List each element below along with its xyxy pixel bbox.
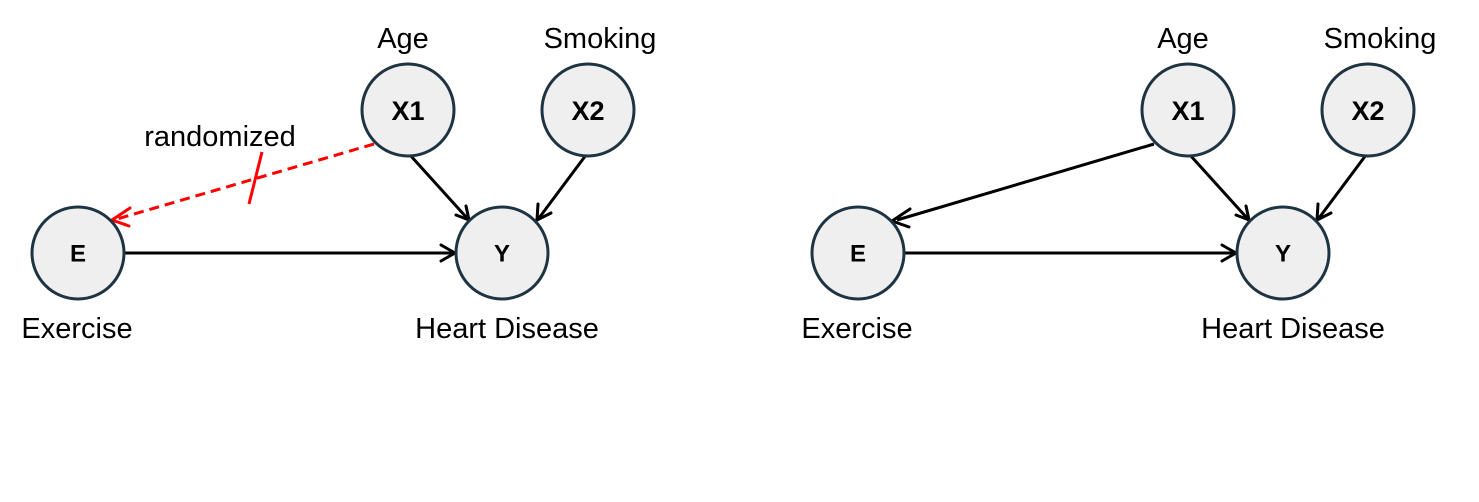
node-x1: X1 [360,62,456,158]
label-y: Heart Disease [1201,313,1385,345]
node-x1: X1 [1140,62,1236,158]
node-y: Y [454,205,550,301]
node-x1-symbol: X1 [391,96,424,126]
node-e: E [30,205,126,301]
edge-x1-to-y [408,153,471,222]
label-y: Heart Disease [415,313,599,345]
node-x2-symbol: X2 [1351,96,1384,126]
edge-x2-to-y [1315,154,1368,222]
diagram-observational: X1 X2 E Y Age Smoking Exercise Heart Dis… [801,23,1436,345]
node-x2-symbol: X2 [571,96,604,126]
randomized-block-mark [247,151,264,205]
node-x2: X2 [1320,62,1416,158]
randomized-label: randomized [144,121,296,153]
node-y: Y [1235,205,1331,301]
edge-x1-to-e [890,142,1155,229]
edge-x2-to-y [535,154,588,222]
label-e: Exercise [21,313,132,345]
label-x1: Age [1157,23,1209,55]
node-y-symbol: Y [494,241,510,268]
label-x2: Smoking [1324,23,1437,55]
node-x1-symbol: X1 [1171,96,1204,126]
label-e: Exercise [801,313,912,345]
node-e: E [810,205,906,301]
label-x2: Smoking [544,23,657,55]
edge-x1-to-e-randomized [110,142,375,228]
label-x1: Age [377,23,429,55]
edge-e-to-y [904,243,1238,263]
node-y-symbol: Y [1275,241,1291,268]
node-x2: X2 [540,62,636,158]
edge-e-to-y [124,243,457,263]
edge-x1-to-y [1188,153,1251,222]
node-e-symbol: E [850,241,866,268]
diagram-randomized: randomized X1 X2 E Y Age Smoking Exercis… [21,23,656,345]
node-e-symbol: E [70,241,86,268]
